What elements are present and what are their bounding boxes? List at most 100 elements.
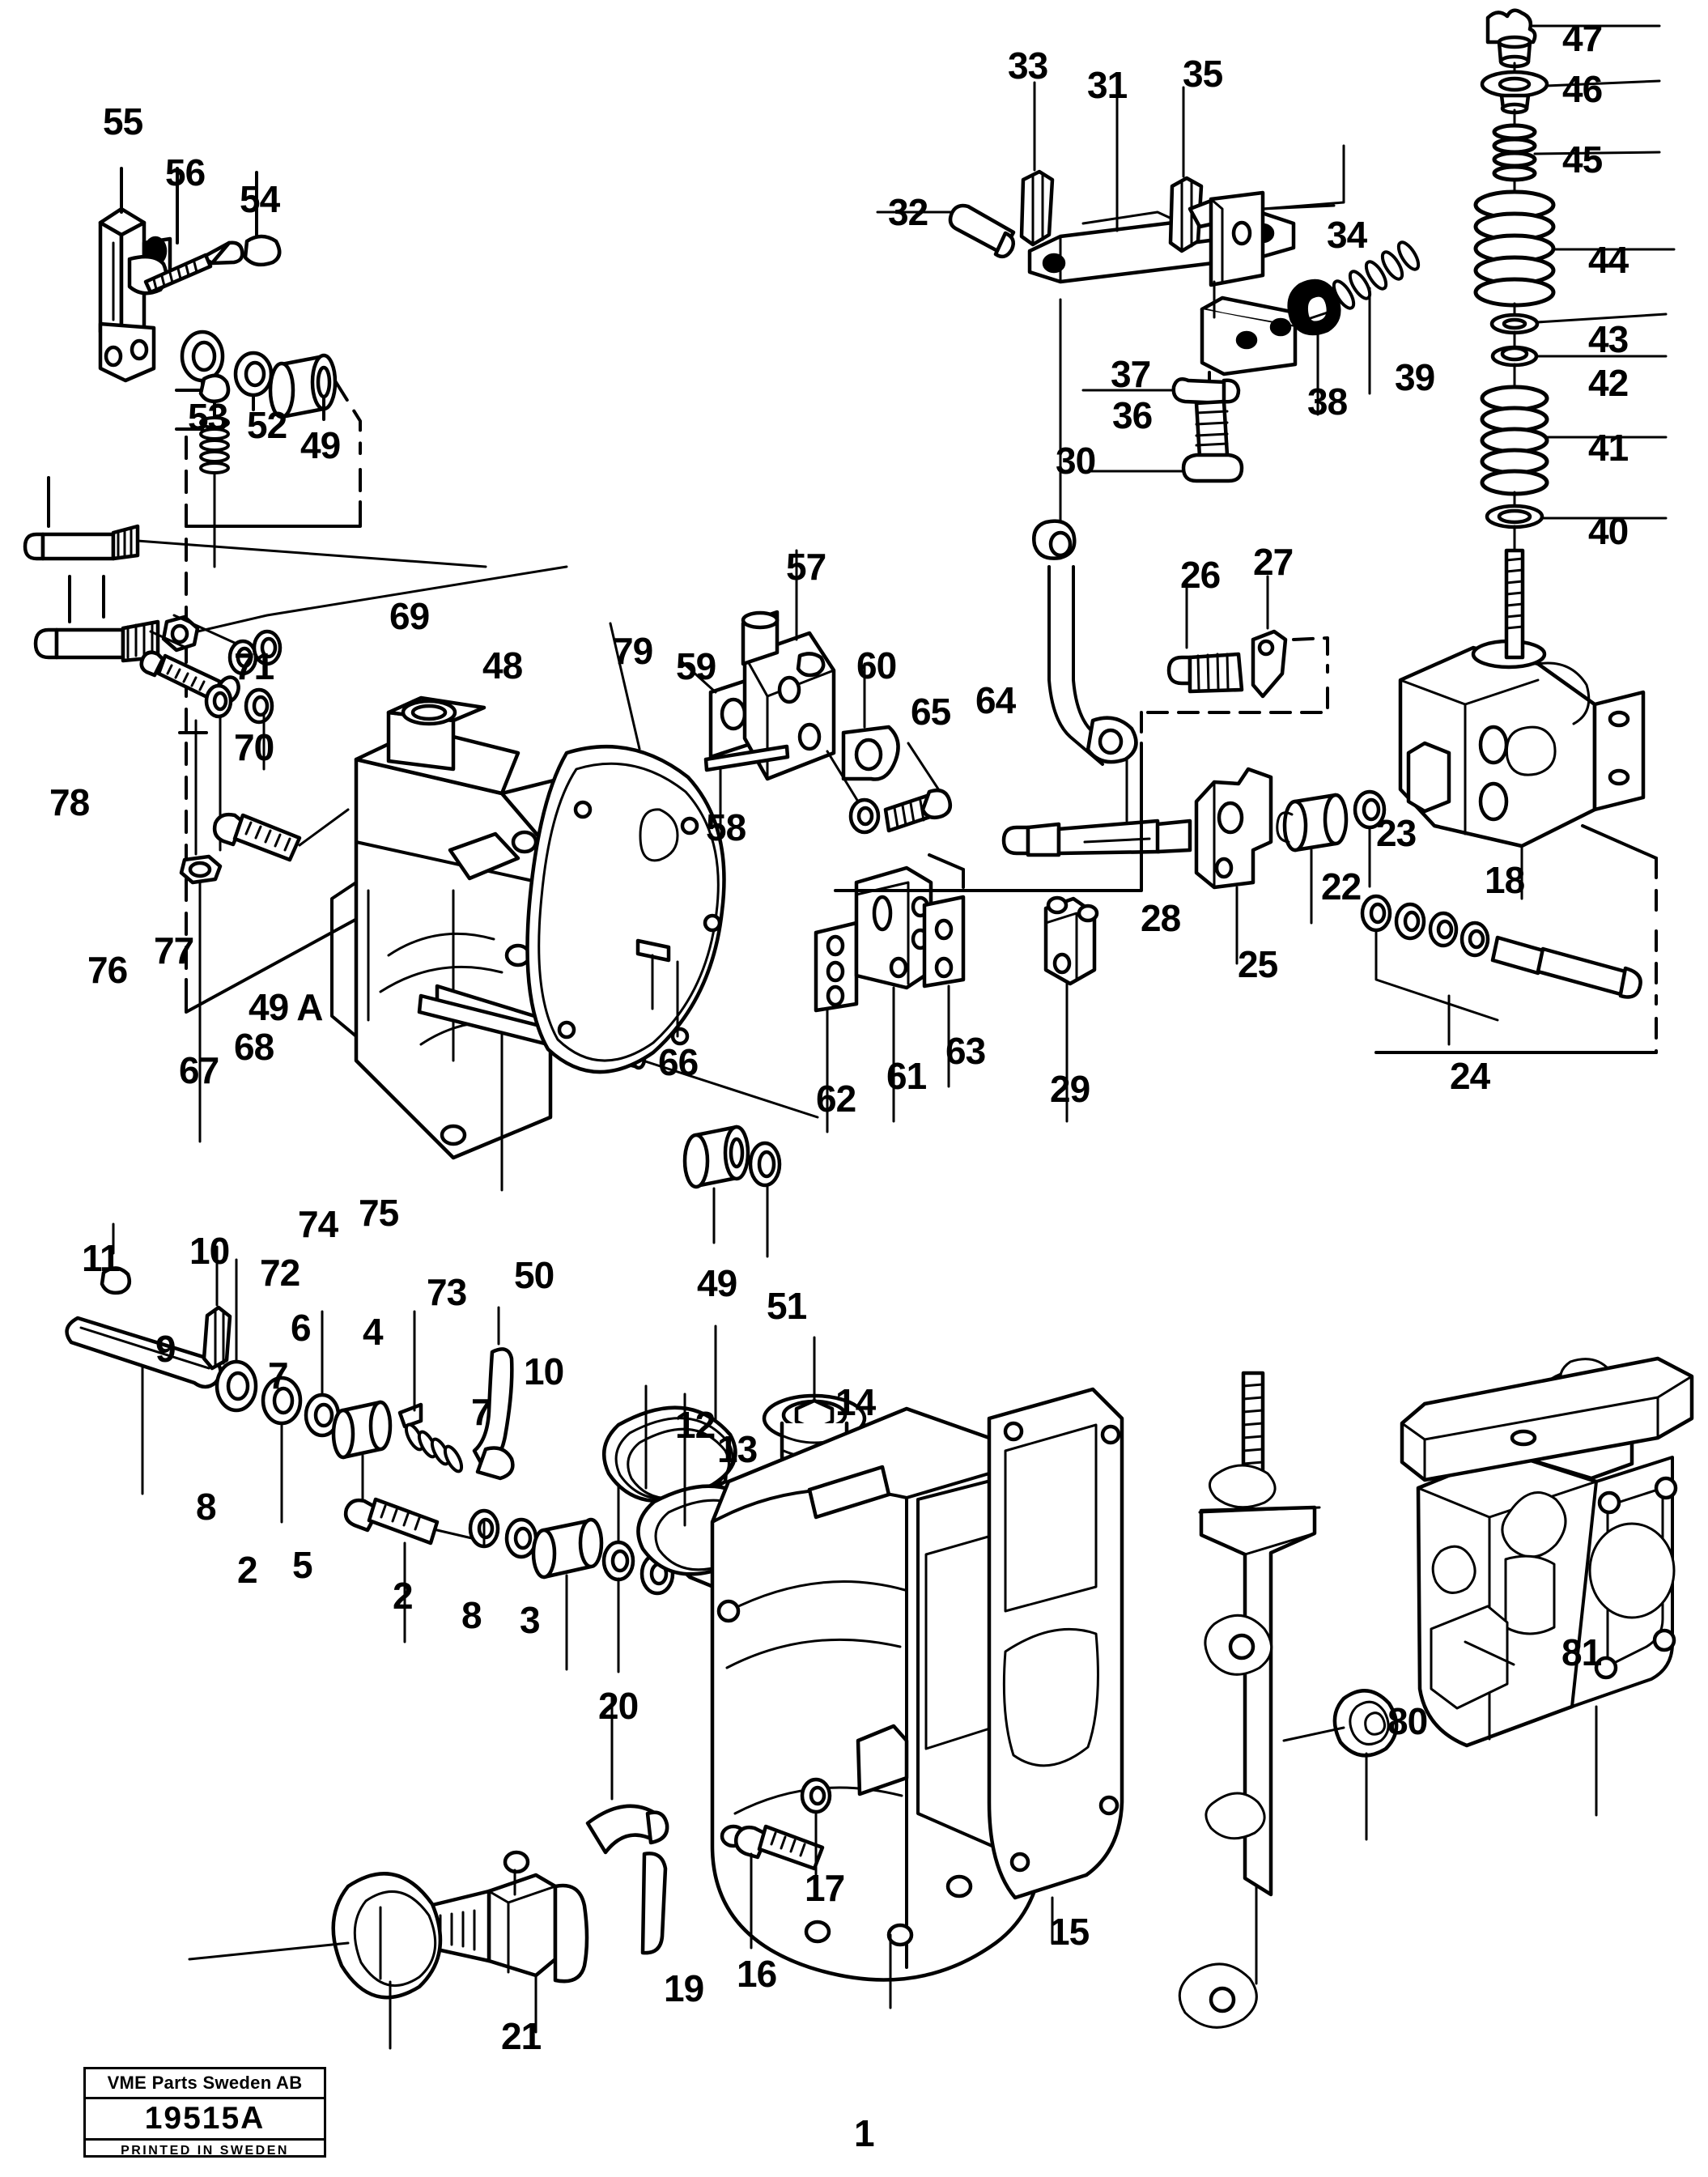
callout-73: 73 (427, 1271, 467, 1313)
callout-23: 23 (1376, 812, 1417, 854)
callout-41: 41 (1588, 427, 1629, 469)
callout-39: 39 (1395, 356, 1435, 398)
callout-46: 46 (1562, 68, 1603, 110)
callout-80: 80 (1387, 1700, 1428, 1742)
part-49-bushing-lower (682, 1125, 750, 1244)
part-79-cover (525, 622, 726, 1074)
part-63-plate (922, 895, 966, 1088)
part-51-seal (748, 1141, 782, 1258)
part-42-washer (1490, 345, 1668, 386)
part-4-fork (472, 1306, 515, 1481)
callout-70: 70 (234, 726, 274, 768)
callout-49: 49 (300, 424, 341, 466)
callout-26: 26 (1180, 554, 1221, 596)
part-55-bracket (98, 167, 172, 383)
callout-71: 71 (234, 645, 274, 687)
part-10a-clip (202, 1245, 232, 1371)
callout-59: 59 (676, 645, 716, 687)
callout-65: 65 (911, 691, 951, 733)
part-15-gasket (987, 1387, 1124, 1945)
part-72-nut (178, 731, 223, 1143)
part-47-adjuster (1485, 8, 1661, 84)
callout-34: 34 (1327, 214, 1367, 256)
part-60-plate (841, 662, 900, 781)
part-49-bushing-upper (268, 353, 338, 421)
callout-49: 49 (697, 1262, 737, 1304)
callout-37: 37 (1111, 353, 1151, 395)
part-46-washer (1480, 70, 1661, 131)
callout-67: 67 (179, 1049, 219, 1091)
title-block: VME Parts Sweden AB 19515A PRINTED IN SW… (83, 2067, 326, 2158)
callout-21: 21 (501, 2015, 542, 2057)
callout-69: 69 (389, 595, 430, 637)
part-21-seal (188, 1872, 443, 2050)
part-7a-washer (304, 1310, 341, 1438)
callout-50: 50 (514, 1254, 554, 1296)
part-19-coupling (420, 1850, 589, 2034)
callout-55: 55 (103, 100, 143, 142)
callout-61: 61 (886, 1055, 927, 1097)
part-34-block (1188, 144, 1345, 287)
part-3b-bushing (531, 1517, 604, 1671)
part-mounting-bracket (1178, 1371, 1321, 2029)
part-78-bolt (23, 476, 487, 568)
callout-58: 58 (706, 806, 746, 848)
part-61-bracket (854, 865, 933, 1123)
part-56-screw (143, 167, 244, 295)
title-block-printed-in: PRINTED IN SWEDEN (121, 2144, 289, 2158)
callout-68: 68 (234, 1026, 274, 1068)
part-36-screw (1083, 399, 1244, 483)
part-54-key (243, 171, 282, 267)
callout-27: 27 (1253, 541, 1294, 583)
part-45-spring (1492, 123, 1661, 198)
part-35-clip (1168, 86, 1204, 253)
part-26-bolt (1166, 581, 1244, 694)
part-9-washer (215, 1258, 258, 1413)
part-16-screw (734, 1824, 825, 1950)
callout-63: 63 (945, 1030, 986, 1072)
callout-38: 38 (1307, 381, 1348, 423)
part-27-clip (1251, 575, 1288, 699)
part-53-washer (180, 330, 225, 397)
callout-57: 57 (786, 546, 826, 588)
callout-36: 36 (1112, 394, 1153, 436)
callout-25: 25 (1238, 943, 1278, 985)
part-2a-shaft (65, 1316, 223, 1495)
callout-19: 19 (664, 1967, 704, 2009)
part-40-washer (1485, 504, 1668, 660)
part-17-washer (800, 1777, 832, 1888)
part-52-washer (233, 351, 274, 411)
part-25-plate (1194, 767, 1273, 965)
part-30-link (1032, 298, 1138, 766)
callout-64: 64 (975, 679, 1016, 721)
callout-56: 56 (165, 151, 206, 193)
part-68-washers (172, 614, 283, 676)
part-80-bushing (1282, 1689, 1399, 1841)
part-76-bolt (33, 575, 160, 663)
callout-8: 8 (461, 1594, 482, 1636)
part-3-bushing (331, 1400, 393, 1528)
part-73-screw (212, 712, 350, 862)
part-38-collar (1287, 279, 1341, 416)
part-18-governor-housing (1398, 639, 1646, 900)
callout-28: 28 (1141, 897, 1181, 939)
callout-66: 66 (658, 1041, 699, 1083)
callout-43: 43 (1588, 318, 1629, 360)
callout-45: 45 (1562, 138, 1603, 181)
title-block-company: VME Parts Sweden AB (86, 2069, 324, 2099)
callout-72: 72 (260, 1252, 300, 1294)
callout-5: 5 (292, 1544, 313, 1586)
callout-4: 4 (363, 1311, 384, 1353)
part-71-plunger (175, 373, 231, 403)
callout-7: 7 (471, 1391, 492, 1433)
callout-24: 24 (1450, 1055, 1490, 1097)
callout-10: 10 (524, 1350, 564, 1393)
part-65-washer (826, 750, 881, 835)
callout-31: 31 (1087, 64, 1128, 106)
callout-75: 75 (359, 1192, 399, 1234)
part-32-pin (876, 203, 1016, 259)
callout-78: 78 (49, 781, 90, 823)
callout-1: 1 (854, 2112, 875, 2154)
part-37-rod-arm (1200, 280, 1298, 389)
